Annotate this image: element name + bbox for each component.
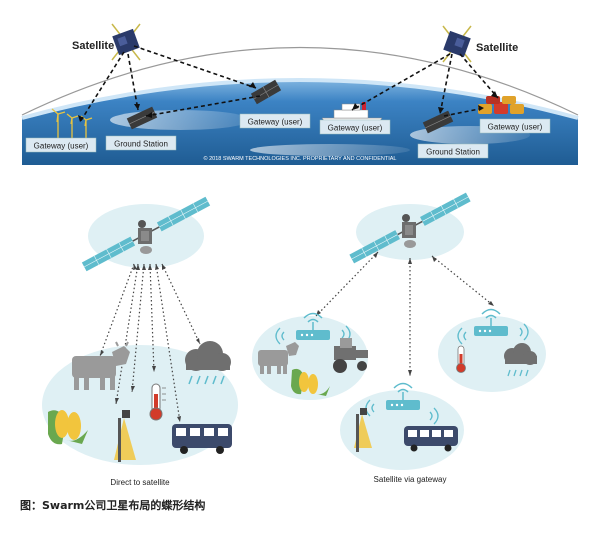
link-arrowheads bbox=[100, 264, 200, 422]
satellite-via-gateway-diagram: Satellite via gateway bbox=[252, 192, 546, 484]
ground-station-label-1: Ground Station bbox=[105, 135, 177, 151]
direct-to-satellite-diagram: Direct to satellite bbox=[42, 196, 238, 487]
atmosphere-glow bbox=[21, 78, 579, 120]
satellite-icon bbox=[81, 196, 211, 272]
corn-icon bbox=[291, 368, 330, 396]
link-lines bbox=[315, 251, 495, 376]
gateway-blob bbox=[340, 390, 464, 470]
gateway-router-icon bbox=[474, 308, 508, 336]
thermometer-icon bbox=[149, 383, 166, 421]
svg-text:Ground Station: Ground Station bbox=[426, 148, 480, 157]
gateway-user-label-3: Gateway (user) bbox=[319, 119, 391, 135]
satellite-icon bbox=[349, 192, 471, 264]
gateway-blob bbox=[438, 316, 546, 392]
wifi-icon bbox=[519, 323, 529, 341]
gateway-user-label-2: Gateway (user) bbox=[239, 113, 311, 129]
orbit-arc bbox=[21, 47, 579, 116]
wind-turbine-icon bbox=[51, 108, 93, 138]
rain-cloud-icon bbox=[185, 341, 231, 385]
figure-caption: 图：Swarm公司卫星布局的蝶形结构 bbox=[20, 499, 206, 512]
svg-text:Gateway (user): Gateway (user) bbox=[488, 123, 543, 132]
svg-text:Ground Station: Ground Station bbox=[114, 140, 168, 149]
gateway-router-icon bbox=[386, 382, 420, 410]
link-lines bbox=[79, 45, 499, 123]
tractor-icon bbox=[333, 338, 368, 373]
gateway-user-label-1: Gateway (user) bbox=[25, 137, 97, 153]
svg-text:Gateway (user): Gateway (user) bbox=[328, 124, 383, 133]
thermometer-icon bbox=[456, 345, 466, 373]
svg-text:Gateway (user): Gateway (user) bbox=[34, 142, 89, 151]
cow-icon bbox=[72, 341, 130, 390]
cloud bbox=[250, 144, 410, 156]
top-banner: Satellite Satellite bbox=[21, 23, 579, 165]
wifi-icon bbox=[429, 407, 439, 425]
ground-station-label-2: Ground Station bbox=[417, 143, 489, 159]
satellite-label: Satellite bbox=[72, 40, 114, 52]
direct-to-satellite-label: Direct to satellite bbox=[110, 478, 170, 487]
cow-icon bbox=[258, 342, 299, 374]
link-arrowheads bbox=[78, 82, 498, 122]
bus-icon bbox=[172, 424, 232, 454]
copyright-text: © 2018 SWARM TECHNOLOGIES INC. PROPRIETA… bbox=[204, 155, 397, 162]
link-lines bbox=[99, 263, 201, 423]
gateway-router-icon bbox=[296, 312, 330, 340]
wifi-icon bbox=[275, 327, 285, 345]
gateway-blob bbox=[252, 316, 368, 400]
satellite-icon bbox=[111, 23, 141, 61]
trucks-icon bbox=[478, 96, 524, 114]
wifi-icon bbox=[457, 327, 467, 345]
svg-text:Gateway (user): Gateway (user) bbox=[248, 118, 303, 127]
rain-cloud-icon bbox=[504, 343, 537, 377]
street-lamp-icon bbox=[114, 410, 136, 462]
street-lamp-icon bbox=[354, 408, 372, 452]
gateway-user-label-4: Gateway (user) bbox=[479, 118, 551, 134]
satellite-via-gateway-label: Satellite via gateway bbox=[374, 475, 447, 484]
satellite-icon bbox=[442, 25, 472, 63]
bus-icon bbox=[404, 426, 458, 452]
satellite-label: Satellite bbox=[476, 42, 518, 54]
corn-icon bbox=[48, 410, 88, 445]
